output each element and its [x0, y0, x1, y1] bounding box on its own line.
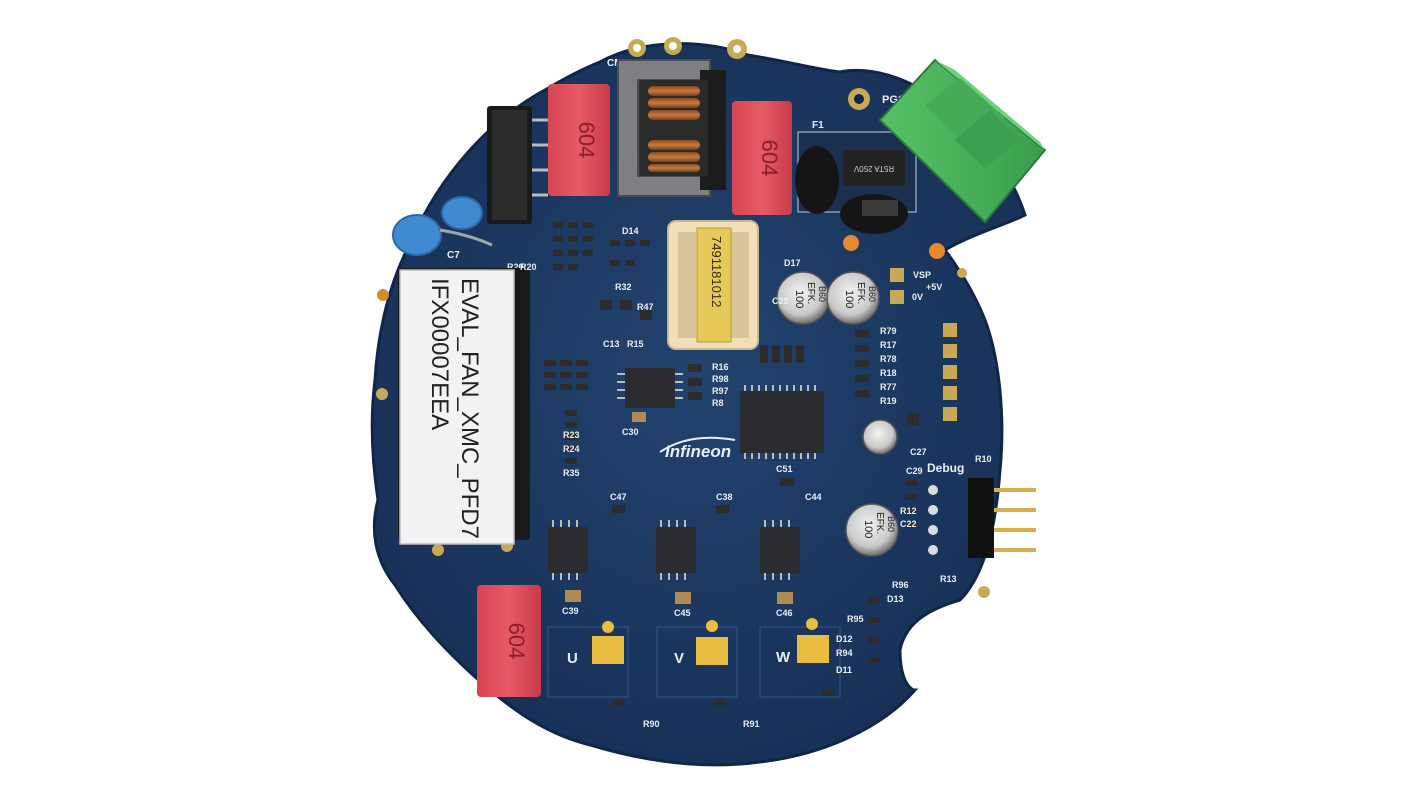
- x-cap-marking: 604: [757, 140, 782, 177]
- svg-text:R20: R20: [507, 262, 524, 272]
- svg-text:R97: R97: [712, 386, 729, 396]
- electrolytic-cap-small: [862, 419, 898, 455]
- y-capacitors: C7 R20: [392, 196, 524, 272]
- svg-text:D13: D13: [887, 594, 904, 604]
- x-cap-marking: 604: [574, 122, 599, 159]
- x-capacitor-right: 604: [732, 101, 792, 215]
- svg-text:EFK.: EFK.: [855, 282, 866, 304]
- svg-text:C44: C44: [805, 492, 822, 502]
- svg-text:B60: B60: [886, 516, 896, 532]
- silkscreen-labels: D14 R32 R47 D17 VSP 0V +5V C28 C13 R15 R…: [520, 226, 992, 729]
- svg-text:R17: R17: [880, 340, 897, 350]
- svg-text:C13: C13: [603, 339, 620, 349]
- svg-text:+5V: +5V: [926, 282, 942, 292]
- microcontroller-chip: [740, 385, 824, 459]
- svg-text:D17: D17: [784, 258, 801, 268]
- mounting-holes: [376, 37, 990, 598]
- label-line-1: EVAL_FAN_XMC_PFD7: [456, 278, 483, 539]
- svg-text:C47: C47: [610, 492, 627, 502]
- phase-pads: U V W: [547, 618, 841, 698]
- svg-text:C45: C45: [674, 608, 691, 618]
- svg-text:C7: C7: [447, 250, 460, 261]
- svg-text:B60: B60: [817, 286, 827, 302]
- svg-text:F1: F1: [812, 120, 824, 131]
- svg-text:C46: C46: [776, 608, 793, 618]
- svg-text:D11: D11: [836, 665, 852, 675]
- inductor-marking: 7491181012: [709, 236, 724, 307]
- x-capacitor-bottom: 604: [477, 585, 541, 697]
- svg-text:R35: R35: [563, 468, 580, 478]
- svg-text:100: 100: [793, 290, 805, 308]
- svg-text:R15: R15: [627, 339, 644, 349]
- bridge-rectifier: [487, 106, 548, 224]
- svg-text:B60: B60: [867, 286, 877, 302]
- electrolytic-cap-3: 100 EFK. B60: [845, 503, 899, 557]
- fuse-area: F1 R5TA 250V: [795, 120, 917, 234]
- svg-text:VSP: VSP: [913, 270, 931, 280]
- debug-label: Debug: [927, 461, 964, 475]
- svg-text:R13: R13: [940, 574, 957, 584]
- svg-text:C51: C51: [776, 464, 793, 474]
- test-points: [890, 268, 957, 421]
- svg-text:R32: R32: [615, 282, 632, 292]
- ic-u3: [617, 368, 683, 408]
- svg-text:C38: C38: [716, 492, 733, 502]
- svg-text:R23: R23: [563, 430, 580, 440]
- svg-text:D12: D12: [836, 634, 853, 644]
- svg-text:EFK.: EFK.: [874, 512, 885, 534]
- svg-text:R95: R95: [847, 614, 864, 624]
- svg-text:R12: R12: [900, 506, 917, 516]
- phase-label-u: U: [567, 650, 578, 667]
- svg-text:R94: R94: [836, 648, 853, 658]
- svg-text:C28: C28: [772, 296, 789, 306]
- svg-text:R90: R90: [643, 719, 660, 729]
- x-cap-marking: 604: [504, 623, 529, 660]
- phase-label-v: V: [674, 650, 684, 667]
- svg-text:R19: R19: [880, 396, 897, 406]
- svg-text:R47: R47: [637, 302, 654, 312]
- electrolytic-cap-2: 100 EFK. B60: [826, 271, 880, 325]
- svg-text:R10: R10: [975, 454, 992, 464]
- svg-text:C27: C27: [910, 447, 927, 457]
- svg-text:100: 100: [862, 520, 874, 538]
- electrolytic-cap-1: 100 EFK. B60: [776, 271, 830, 325]
- common-mode-choke: CM: [607, 58, 726, 197]
- svg-text:100: 100: [843, 290, 855, 308]
- debug-header: Debug: [927, 461, 1036, 558]
- phase-label-w: W: [776, 649, 791, 666]
- svg-text:R24: R24: [563, 444, 580, 454]
- svg-text:C30: C30: [622, 427, 639, 437]
- svg-text:C39: C39: [562, 606, 579, 616]
- smd-components: [544, 222, 919, 706]
- svg-text:C22: C22: [900, 519, 917, 529]
- svg-text:R79: R79: [880, 326, 897, 336]
- svg-text:R5TA 250V: R5TA 250V: [853, 164, 894, 173]
- svg-text:CM: CM: [607, 58, 623, 69]
- svg-text:R78: R78: [880, 354, 897, 364]
- infineon-logo: Infineon: [659, 436, 736, 461]
- svg-text:R98: R98: [712, 374, 729, 384]
- svg-text:D14: D14: [622, 226, 639, 236]
- svg-text:R16: R16: [712, 362, 729, 372]
- gate-drivers: [548, 520, 800, 580]
- power-connector: [878, 58, 1047, 224]
- power-inductor: 7491181012: [667, 220, 759, 350]
- transformer: EVAL_FAN_XMC_PFD7 IFX00007EEA: [398, 268, 530, 545]
- svg-text:R96: R96: [892, 580, 909, 590]
- svg-text:R18: R18: [880, 368, 897, 378]
- svg-text:R8: R8: [712, 398, 724, 408]
- x-capacitor-left: 604: [548, 84, 610, 196]
- svg-text:0V: 0V: [912, 292, 923, 302]
- svg-text:R20: R20: [520, 262, 537, 272]
- svg-text:C29: C29: [906, 466, 923, 476]
- svg-text:R91: R91: [743, 719, 760, 729]
- brand-logo-text: Infineon: [665, 442, 731, 461]
- svg-text:EFK.: EFK.: [805, 282, 816, 304]
- label-line-2: IFX00007EEA: [426, 278, 453, 430]
- svg-text:R77: R77: [880, 382, 897, 392]
